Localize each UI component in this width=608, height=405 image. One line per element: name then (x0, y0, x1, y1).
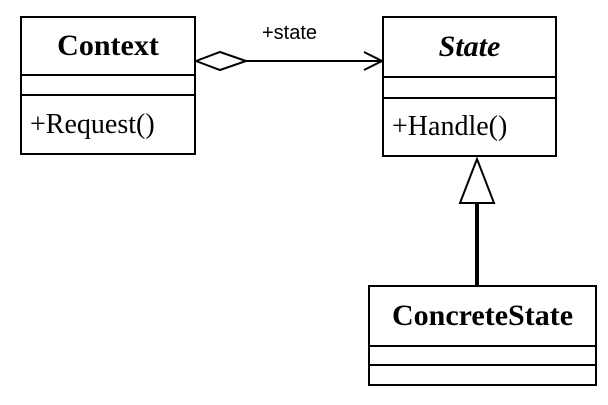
state-class-name: State (438, 30, 501, 63)
concrete-state-attributes-compartment (370, 345, 595, 364)
association-label: +state (262, 22, 318, 44)
generalization-triangle (458, 156, 496, 204)
context-class-name: Context (57, 29, 159, 62)
context-attributes-compartment (22, 74, 194, 94)
concrete-state-class-name: ConcreteState (391, 299, 574, 332)
context-operation: +Request() (22, 94, 194, 153)
state-class: State +Handle() (382, 16, 557, 157)
aggregation-diamond (193, 50, 250, 72)
state-operation: +Handle() (384, 97, 555, 155)
context-class: Context +Request() (20, 16, 196, 155)
concrete-state-operations-compartment (370, 364, 595, 384)
concrete-state-class: ConcreteState (368, 285, 597, 386)
state-attributes-compartment (384, 76, 555, 97)
